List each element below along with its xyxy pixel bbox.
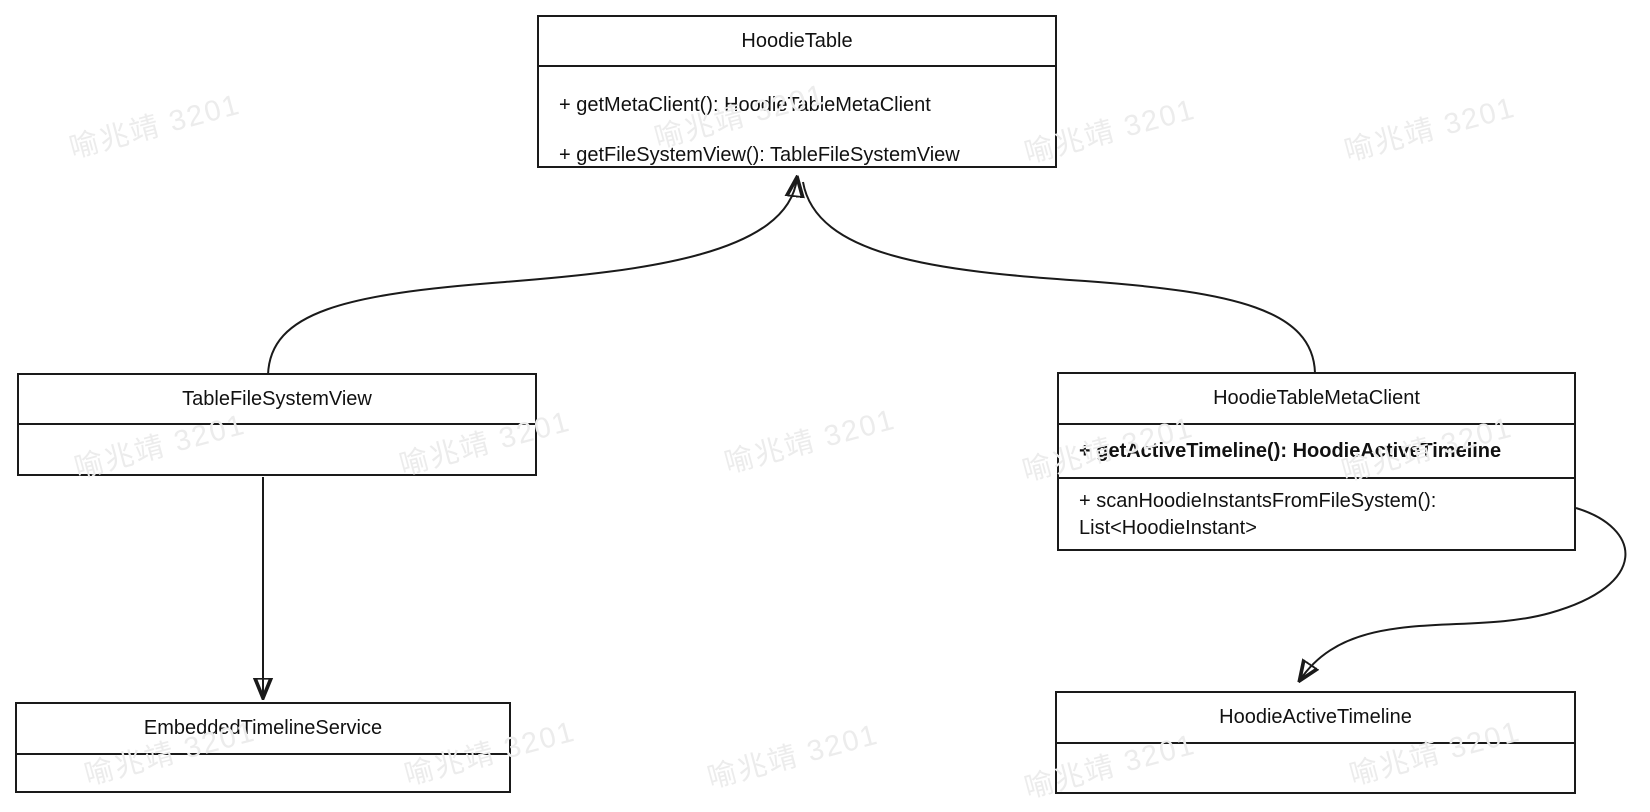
watermark-text: 喻兆靖 3201 <box>704 718 883 796</box>
watermark-text: 喻兆靖 3201 <box>721 403 900 481</box>
class-box-hoodietable: HoodieTable + getMetaClient(): HoodieTab… <box>537 15 1057 168</box>
class-box-tablefilesystemview: TableFileSystemView <box>17 373 537 476</box>
method-getactivetimeline: + getActiveTimeline(): HoodieActiveTimel… <box>1059 423 1574 477</box>
class-empty-compartment <box>19 423 535 474</box>
method-getmetaclient: + getMetaClient(): HoodieTableMetaClient <box>559 93 931 116</box>
class-title-hoodietablemetaclient: HoodieTableMetaClient <box>1213 387 1420 409</box>
class-box-hoodieactivetimeline: HoodieActiveTimeline <box>1055 691 1576 794</box>
class-title-hoodieactivetimeline: HoodieActiveTimeline <box>1219 706 1412 728</box>
class-empty-compartment <box>1057 742 1574 792</box>
class-box-hoodietablemetaclient: HoodieTableMetaClient + getActiveTimelin… <box>1057 372 1576 551</box>
class-methods-hoodietable: + getMetaClient(): HoodieTableMetaClient… <box>539 65 1055 166</box>
method-getfilesystemview: + getFileSystemView(): TableFileSystemVi… <box>559 143 960 166</box>
method-scanhoodieinstants: + scanHoodieInstantsFromFileSystem(): Li… <box>1059 477 1574 549</box>
class-box-embeddedtimelineservice: EmbeddedTimelineService <box>15 702 511 793</box>
class-title-tablefilesystemview: TableFileSystemView <box>182 387 372 410</box>
class-title-embeddedtimelineservice: EmbeddedTimelineService <box>143 717 383 739</box>
relation-tablefilesystemview-to-hoodietable <box>267 178 797 376</box>
method-scanhoodieinstants-line1: + scanHoodieInstantsFromFileSystem(): <box>1079 490 1437 512</box>
relation-hoodietablemetaclient-to-hoodietable <box>802 181 1316 374</box>
class-title-hoodietable: HoodieTable <box>741 29 853 52</box>
method-scanhoodieinstants-line2: List<HoodieInstant> <box>1079 517 1257 539</box>
watermark-text: 喻兆靖 3201 <box>66 88 245 166</box>
class-empty-compartment <box>17 753 509 791</box>
watermark-text: 喻兆靖 3201 <box>1341 91 1520 169</box>
